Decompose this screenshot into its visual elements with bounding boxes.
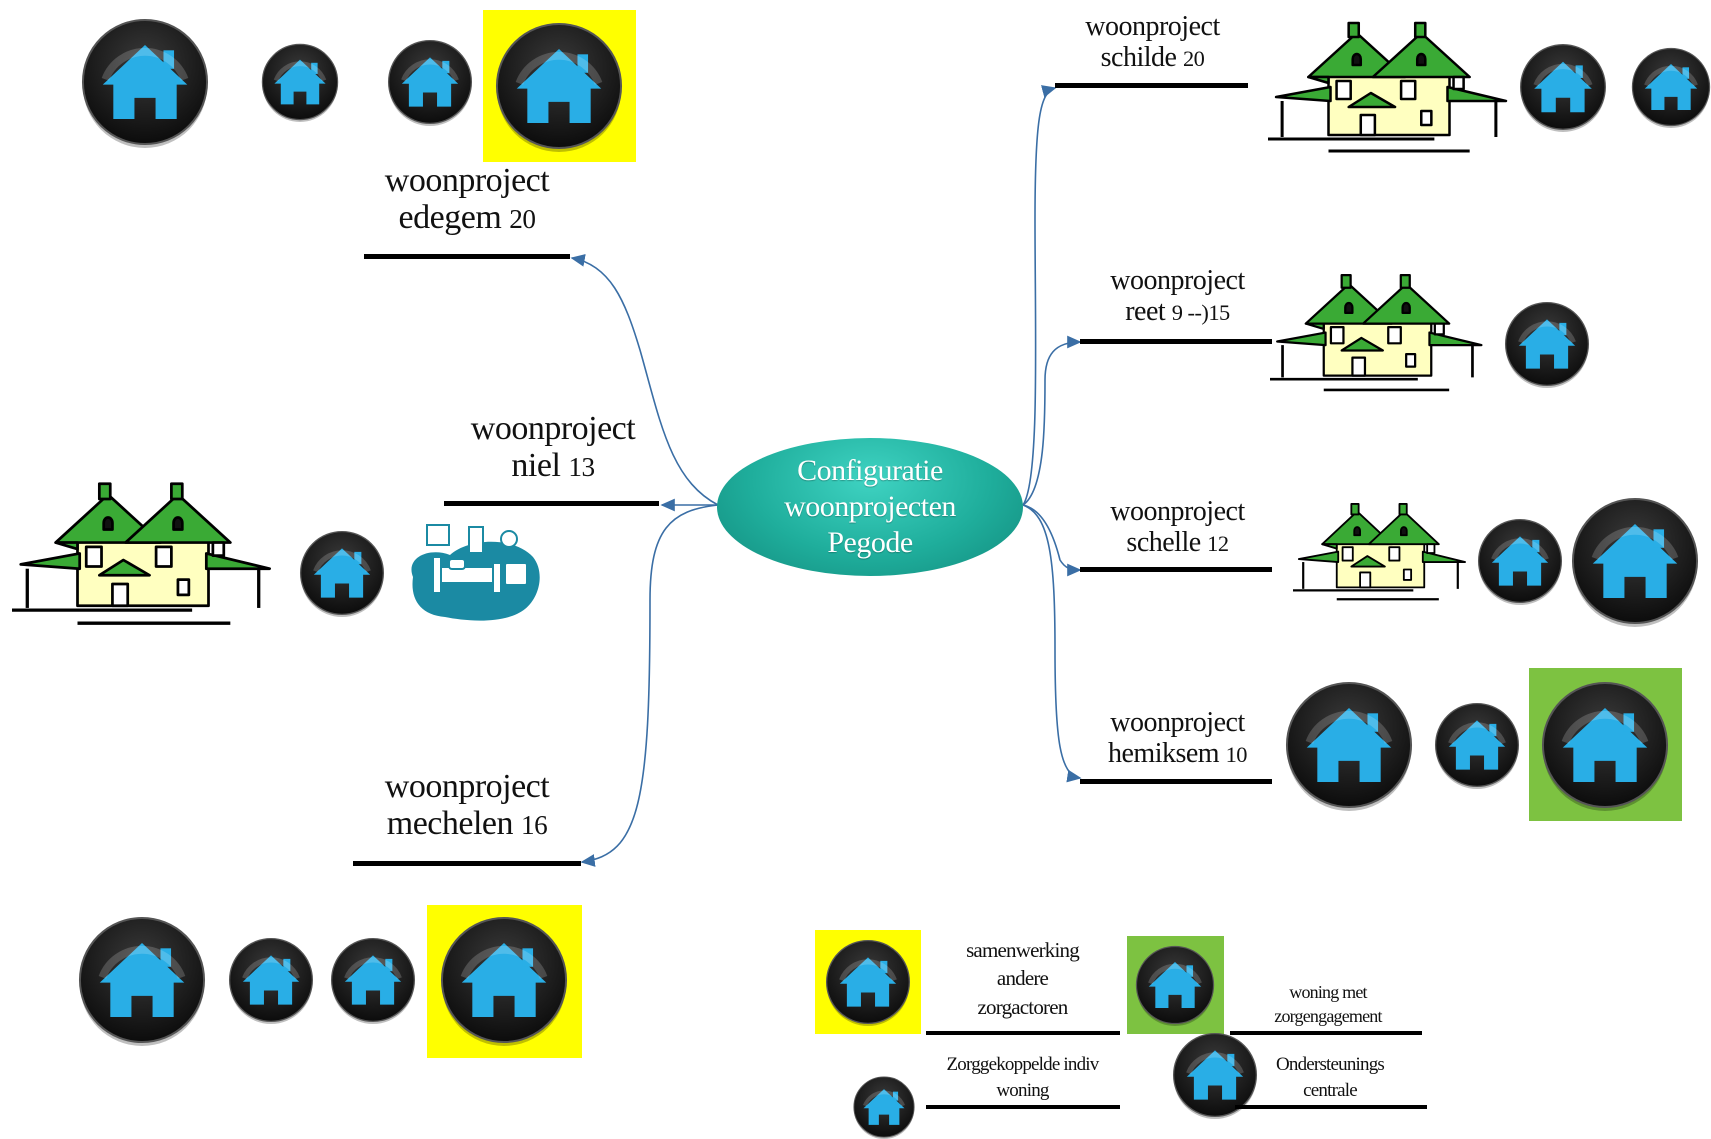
legend-samenwerking-line-1: samenwerking [966,938,1080,962]
legend-ondersteuning: Ondersteunings centrale [1235,1052,1425,1103]
underline-reet [1080,339,1272,344]
central-node-line-2: woonprojecten [784,490,956,523]
townhouse-illustration-schilde [1268,15,1510,160]
legend-ondersteuning-line-1: Ondersteunings [1275,1054,1385,1075]
legend-zorgengagement: woning met zorgengagement [1233,980,1423,1029]
legend-underline-zorggekoppeld [926,1105,1120,1109]
house-icon-mechelen-4 [438,914,570,1046]
legend-zorggekoppeld: Zorggekoppelde indiv woning [925,1052,1120,1103]
legend-icon-zorgengagement [1134,944,1216,1026]
legend-zorggekoppeld-line-1: Zorggekoppelde indiv [946,1054,1100,1075]
legend-icon-samenwerking [824,938,912,1026]
house-icon-schilde-2 [1630,46,1711,128]
label-schilde-place: schilde [1100,41,1177,73]
legend-underline-ondersteuning [1235,1105,1427,1109]
label-schilde-name: woonproject [1085,11,1220,42]
house-icon-edegem-1 [79,16,211,148]
label-niel-name: woonproject [470,410,636,447]
label-schilde-count: 20 [1182,45,1205,71]
label-mechelen-place: mechelen [386,805,514,843]
house-icon-hemiksem-3 [1539,679,1671,811]
house-icon-edegem-2 [260,42,340,122]
underline-schelle [1080,567,1272,572]
underline-mechelen [353,861,581,866]
underline-schilde [1055,83,1248,88]
label-niel-place: niel [511,447,561,485]
label-mechelen-name: woonproject [384,768,550,805]
label-hemiksem: woonproject hemiksem 10 [1085,707,1270,770]
townhouse-illustration-reet [1270,268,1485,398]
label-niel-count: 13 [568,452,595,483]
townhouse-illustration-niel [12,475,274,633]
label-edegem-place: edegem [398,199,502,237]
label-schelle: woonproject schelle 12 [1085,496,1270,559]
house-icon-schilde-1 [1518,42,1608,132]
connector-reet [1022,335,1082,506]
underline-edegem [364,254,570,259]
label-schelle-name: woonproject [1110,496,1245,527]
legend-zorgengagement-line-2: zorgengagement [1274,1006,1382,1027]
house-icon-mechelen-1 [76,914,208,1046]
label-edegem: woonproject edegem 20 [362,162,572,237]
legend-samenwerking-line-3: zorgactoren [977,994,1069,1019]
label-hemiksem-count: 10 [1225,741,1248,767]
label-mechelen: woonproject mechelen 16 [362,768,572,843]
label-edegem-name: woonproject [384,162,550,199]
house-icon-edegem-3 [386,38,474,126]
label-edegem-count: 20 [509,204,536,235]
legend-zorgengagement-line-1: woning met [1289,982,1367,1002]
label-reet-count: 9 --)15 [1171,299,1231,325]
label-reet-place: reet [1125,295,1166,327]
connector-schelle [1022,504,1082,577]
connector-schilde [1022,85,1057,506]
label-hemiksem-name: woonproject [1110,707,1245,738]
legend-icon-ondersteuning [1171,1031,1259,1119]
label-schelle-count: 12 [1207,530,1229,556]
label-reet-name: woonproject [1110,265,1245,296]
house-icon-reet-1 [1503,300,1591,388]
care-bed-icon [405,517,543,625]
house-icon-mechelen-3 [329,936,417,1024]
central-node-line-3: Pegode [827,526,913,559]
legend-icon-zorggekoppeld [852,1075,916,1139]
house-icon-hemiksem-1 [1283,679,1415,811]
label-mechelen-count: 16 [521,810,548,841]
underline-niel [444,501,659,506]
label-hemiksem-place: hemiksem [1108,737,1220,769]
label-reet: woonproject reet 9 --)15 [1085,265,1270,328]
house-icon-niel-1 [298,529,386,617]
label-schelle-place: schelle [1126,526,1201,558]
house-icon-mechelen-2 [227,936,315,1024]
legend-samenwerking: samenwerking andere zorgactoren [925,936,1120,1021]
underline-hemiksem [1080,779,1272,784]
legend-samenwerking-line-2: andere [996,966,1049,991]
connector-edegem [570,254,719,506]
connector-hemiksem [1022,504,1082,783]
house-icon-schelle-1 [1476,517,1564,605]
central-node: Configuratie woonprojecten Pegode [717,438,1023,576]
legend-ondersteuning-line-2: centrale [1303,1079,1358,1101]
legend-underline-zorgengagement [1230,1031,1422,1035]
house-icon-hemiksem-2 [1433,701,1521,789]
label-schilde: woonproject schilde 20 [1060,11,1245,74]
house-icon-schelle-2 [1569,495,1701,627]
connector-mechelen [580,504,719,867]
townhouse-illustration-schelle [1293,498,1468,606]
label-niel: woonproject niel 13 [448,410,658,485]
legend-underline-samenwerking [926,1031,1120,1035]
legend-zorggekoppeld-line-2: woning [996,1079,1049,1101]
house-icon-edegem-4 [493,20,625,152]
central-node-line-1: Configuratie [797,454,943,487]
